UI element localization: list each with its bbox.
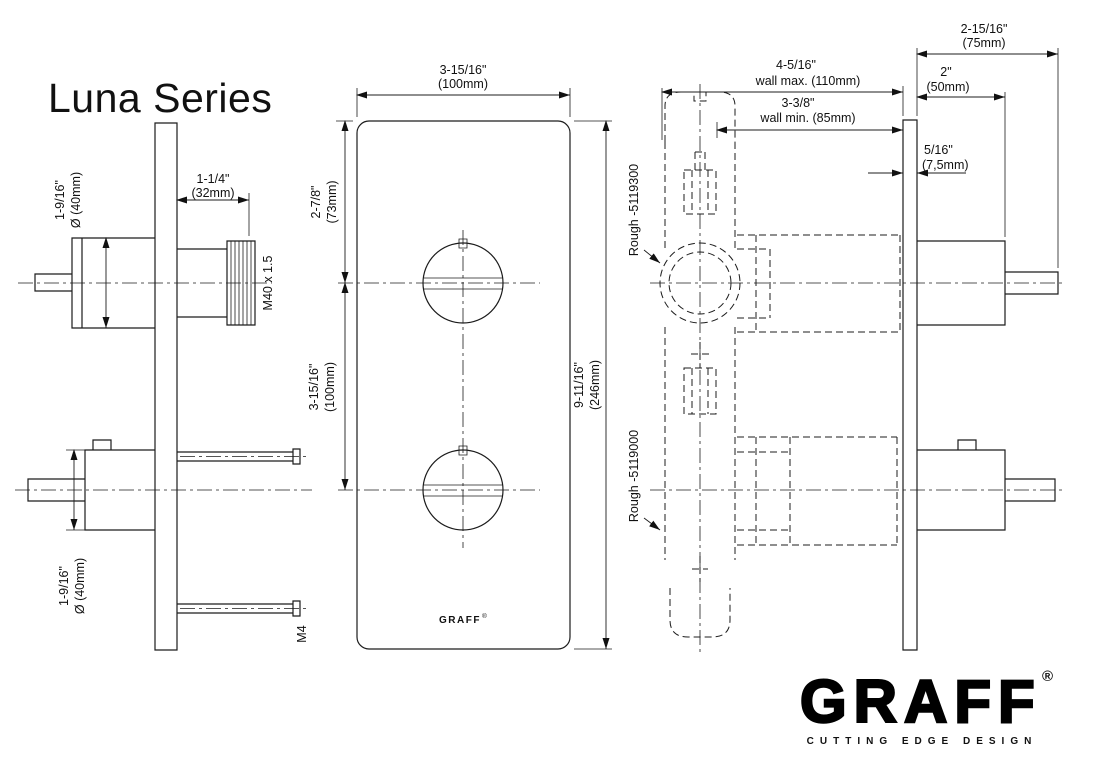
dim-dia-bottom-label-2: Ø (40mm) [73,558,87,614]
front-view-centerlines [338,230,540,548]
rough-view-centerlines [650,84,1064,652]
leader-rough-top [643,249,661,264]
dim-trim-depth-label-2: (50mm) [926,80,969,94]
dim-plate-height-label-2: (246mm) [588,360,602,410]
side-view-outlines [27,122,301,651]
rough-view-extension-lines [661,48,1059,268]
dim-dia-top-label-1: 1-9/16" [53,180,67,220]
plate-brand-logo: GRAFF [439,615,481,626]
rough-valve-ports [737,234,901,546]
front-view: 3-15/16" (100mm) 2-7/8" (73mm) 3-15/16" … [307,63,612,650]
side-view: 1-9/16" Ø (40mm) 1-1/4" (32mm) M40 x 1.5… [15,122,312,651]
dim-top-to-knob-label-1: 2-7/8" [309,186,323,219]
side-view-extension-lines [66,193,250,531]
trim-plate [356,120,571,650]
dim-top-to-knob-label-2: (73mm) [325,180,339,223]
dim-knob-spacing-label-1: 3-15/16" [307,364,321,411]
rough-in-view: 2-15/16" (75mm) 4-5/16" wall max. (110mm… [627,22,1064,652]
dim-wall-min-label-2: wall min. (85mm) [759,111,855,125]
side-view-centerlines [15,282,312,609]
rough-code-bottom-label: Rough -5119000 [627,430,641,522]
rough-view-trim-outlines [902,119,1059,651]
dim-trim-depth-label-1: 2" [940,65,951,79]
leader-rough-bottom [643,517,661,531]
dim-dia-bottom-label-1: 1-9/16" [57,566,71,606]
dim-wall-min-label-1: 3-3/8" [782,96,815,110]
dim-handle-depth-label-2: (75mm) [962,36,1005,50]
brand-logo-text: GRAFF [800,668,1042,735]
plate-brand-registered-mark: ® [482,612,487,620]
screw-thread-label: M4 [295,625,309,642]
page-title: Luna Series [48,75,272,121]
brand-logo: GRAFF ® CUTTING EDGE DESIGN [799,667,1053,747]
dim-dia-top-label-2: Ø (40mm) [69,172,83,228]
dim-wall-max-label-1: 4-5/16" [776,58,816,72]
rough-code-top-label: Rough -5119300 [627,164,641,256]
thread-size-label: M40 x 1.5 [261,256,275,311]
dim-cap-width-label-2: (32mm) [191,186,234,200]
dim-plate-height-label-1: 9-11/16" [572,362,586,408]
dim-handle-depth-label-1: 2-15/16" [961,22,1008,36]
brand-registered-mark: ® [1042,668,1053,685]
dim-cap-width-label-1: 1-1/4" [197,172,230,186]
brand-tagline: CUTTING EDGE DESIGN [807,736,1038,747]
dim-plate-width-label-2: (100mm) [438,77,488,91]
dim-plate-thickness-label-2: (7,5mm) [922,158,969,172]
dim-wall-max-label-2: wall max. (110mm) [755,74,861,88]
dim-plate-thickness-label-1: 5/16" [924,143,953,157]
dim-knob-spacing-label-2: (100mm) [323,362,337,412]
dim-plate-width-label-1: 3-15/16" [440,63,487,77]
